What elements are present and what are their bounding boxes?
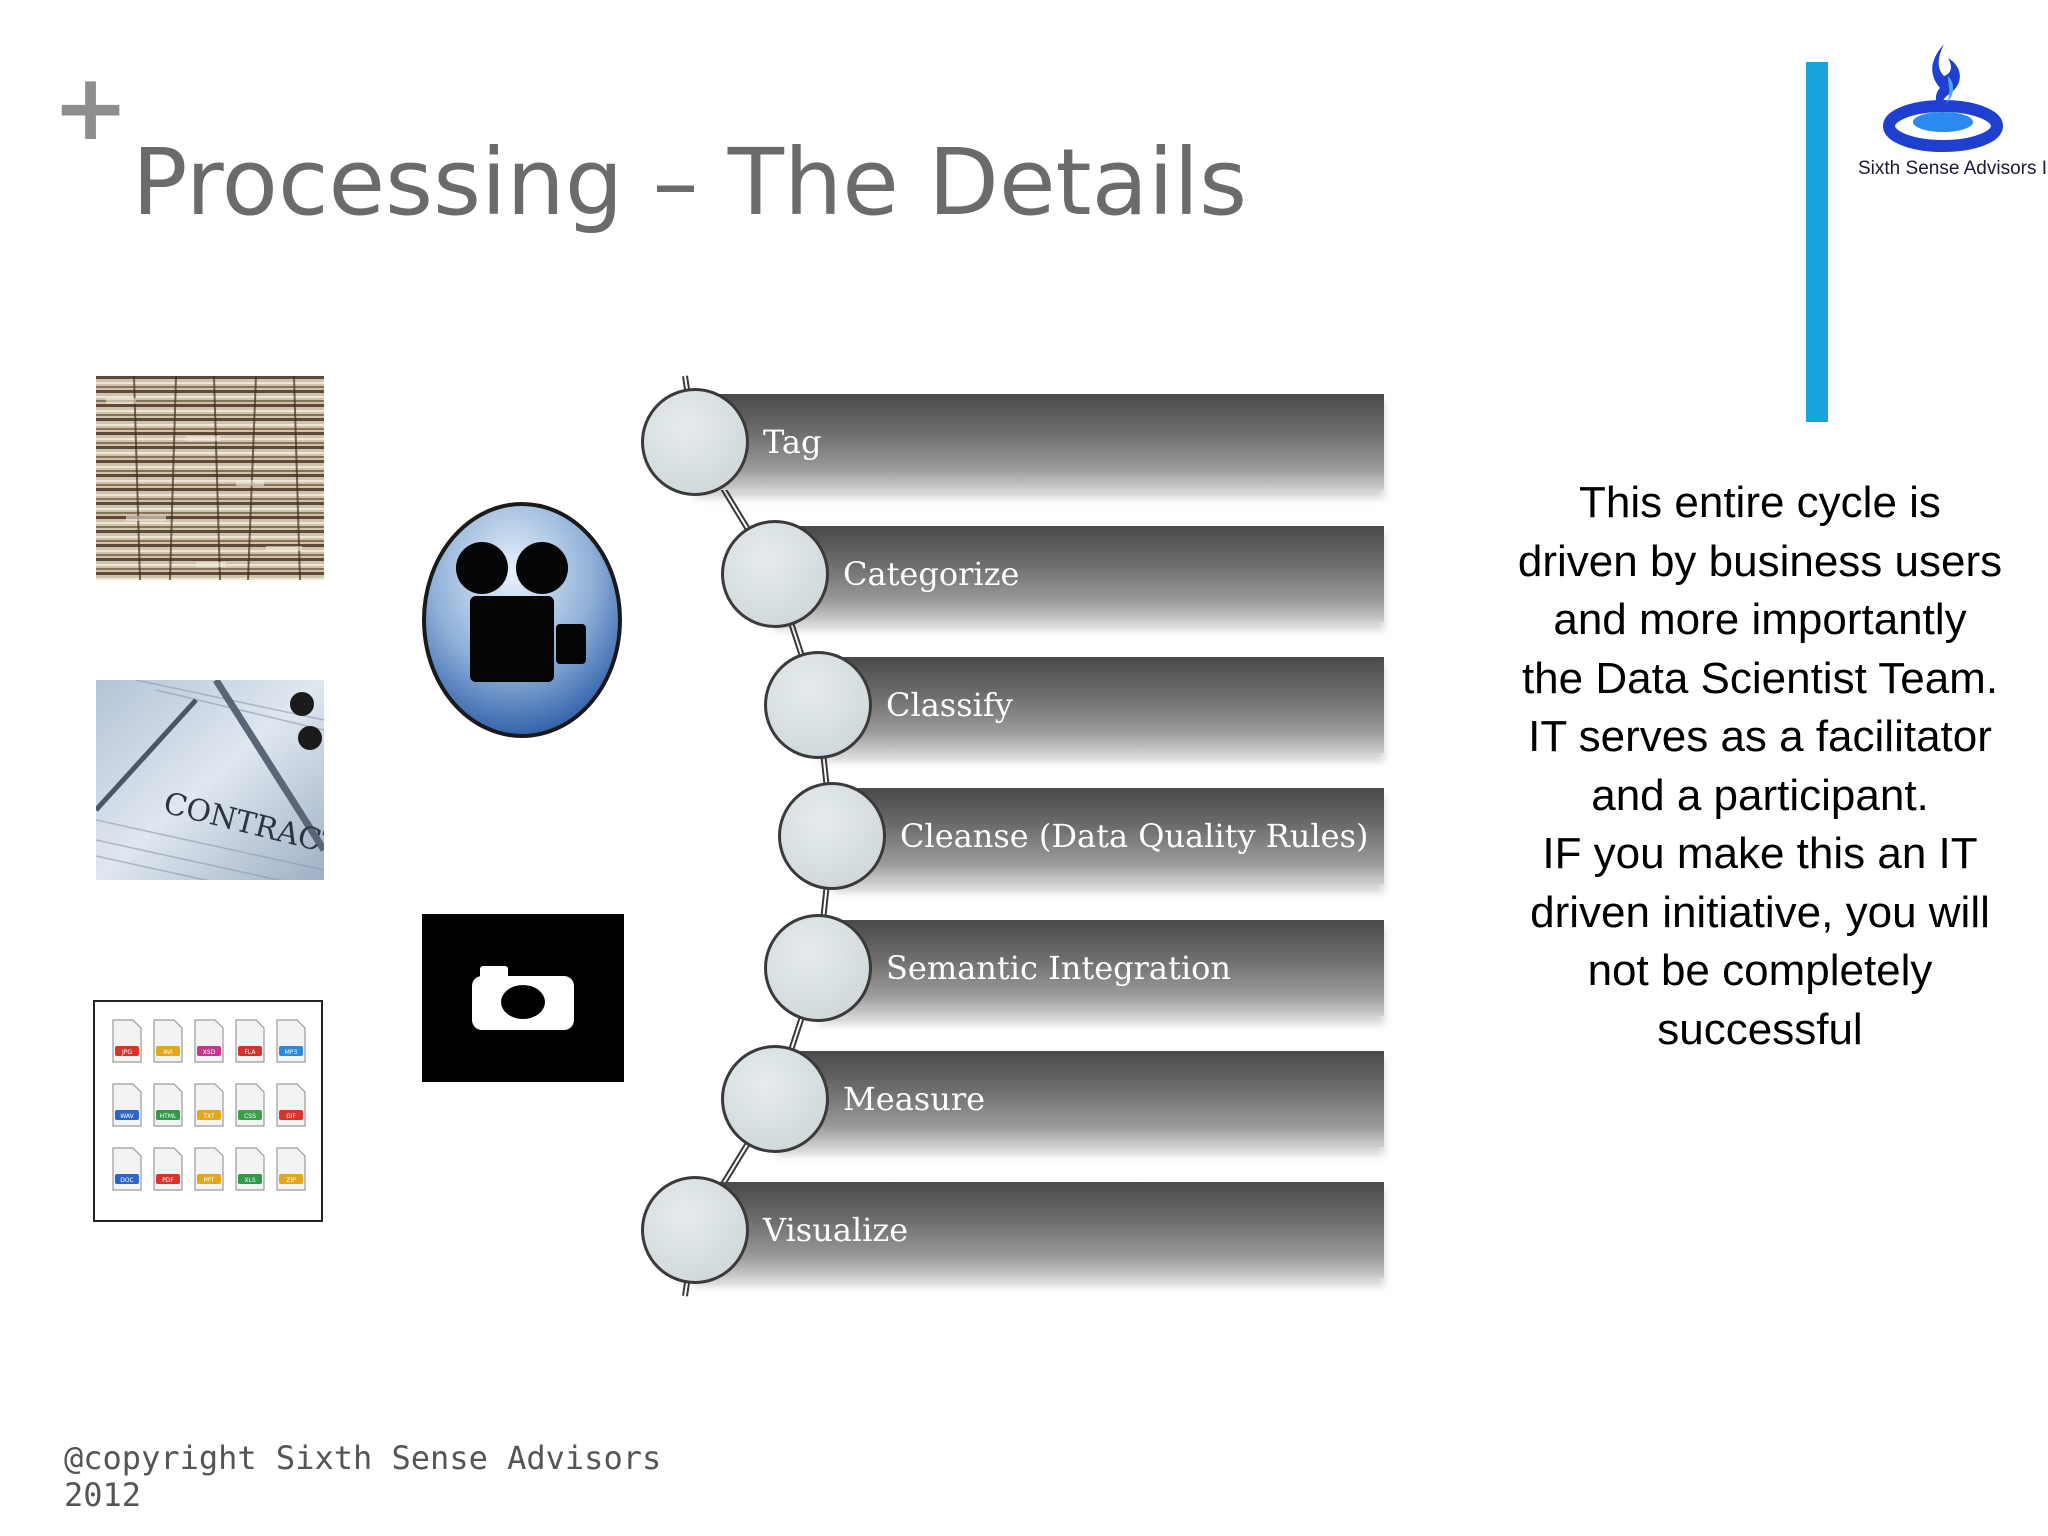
- svg-text:JPG: JPG: [121, 1049, 132, 1056]
- process-step: Visualize: [641, 1176, 1384, 1284]
- svg-text:MP3: MP3: [285, 1049, 298, 1056]
- file-type-icon: JPG: [112, 1019, 142, 1063]
- side-text-line: and more importantly: [1553, 595, 1967, 644]
- process-step-node: [764, 914, 872, 1022]
- file-type-icon: PDF: [153, 1147, 183, 1191]
- process-step-node: [641, 388, 749, 496]
- file-type-icon: TXT: [194, 1083, 224, 1127]
- process-step-label: Visualize: [763, 1211, 909, 1249]
- file-type-icon: FLA: [235, 1019, 265, 1063]
- svg-text:PDF: PDF: [162, 1177, 174, 1184]
- logo-text: Sixth Sense Advisors Inc.: [1858, 158, 2048, 179]
- file-type-icon: MP3: [276, 1019, 306, 1063]
- file-type-icon: WAV: [112, 1083, 142, 1127]
- process-step-label: Semantic Integration: [886, 949, 1231, 987]
- camera-icon: [422, 914, 624, 1082]
- contract-image: CONTRACT: [96, 680, 324, 880]
- process-step-node: [721, 1045, 829, 1153]
- svg-text:TXT: TXT: [202, 1113, 215, 1120]
- process-step-label: Categorize: [843, 555, 1020, 593]
- process-step-label: Measure: [843, 1080, 986, 1118]
- process-step-node: [641, 1176, 749, 1284]
- stacked-papers-image: [96, 376, 324, 580]
- file-type-icon: CSS: [235, 1083, 265, 1127]
- side-text-line: This entire cycle is: [1579, 478, 1941, 527]
- file-type-icon: PPT: [194, 1147, 224, 1191]
- side-text-line: successful: [1657, 1004, 1863, 1054]
- side-text: This entire cycle is driven by business u…: [1490, 474, 2030, 1059]
- svg-text:HTML: HTML: [160, 1113, 177, 1120]
- sixth-sense-logo: Sixth Sense Advisors Inc.: [1858, 36, 2048, 186]
- file-type-icon: AVI: [153, 1019, 183, 1063]
- process-step-node: [764, 651, 872, 759]
- side-text-line: not be completely: [1587, 946, 1933, 995]
- side-text-line: driven initiative, you will: [1530, 887, 1990, 937]
- process-step: Tag: [641, 388, 1384, 496]
- svg-text:FLA: FLA: [244, 1049, 256, 1056]
- side-text-line: IT serves as a facilitator: [1528, 712, 1992, 761]
- process-step-node: [778, 782, 886, 890]
- process-step: Categorize: [721, 520, 1384, 628]
- copyright-line: 2012: [64, 1476, 142, 1514]
- process-step-bar: [695, 1182, 1384, 1278]
- svg-text:XSD: XSD: [203, 1049, 216, 1056]
- file-type-icon: XSD: [194, 1019, 224, 1063]
- process-step-bar: [775, 526, 1384, 622]
- file-type-icon: ZIP: [276, 1147, 306, 1191]
- side-text-line: and a participant.: [1591, 770, 1929, 820]
- side-text-line: driven by business users: [1517, 536, 2003, 586]
- process-step-bar: [832, 788, 1384, 884]
- svg-text:PPT: PPT: [204, 1177, 215, 1184]
- svg-text:XLS: XLS: [244, 1177, 255, 1184]
- svg-text:CSS: CSS: [244, 1113, 256, 1120]
- process-step-label: Classify: [886, 686, 1013, 724]
- side-text-line: IF you make this an IT: [1542, 829, 1978, 878]
- process-step: Classify: [764, 651, 1384, 759]
- process-step-bar: [818, 920, 1384, 1016]
- side-text-line: the Data Scientist Team.: [1521, 653, 1999, 703]
- accent-bar: [1806, 62, 1828, 422]
- video-camera-icon: [420, 500, 624, 740]
- process-step-label: Tag: [763, 423, 822, 461]
- file-type-icon: XLS: [235, 1147, 265, 1191]
- svg-text:AVI: AVI: [163, 1049, 173, 1056]
- copyright-line: @copyright Sixth Sense Advisors: [64, 1439, 662, 1477]
- process-step-node: [721, 520, 829, 628]
- svg-text:ZIP: ZIP: [286, 1177, 296, 1184]
- svg-text:DOC: DOC: [120, 1177, 134, 1184]
- svg-text:WAV: WAV: [120, 1113, 134, 1120]
- process-step-bar: [695, 394, 1384, 490]
- file-type-icon: HTML: [153, 1083, 183, 1127]
- svg-text:GIF: GIF: [286, 1113, 296, 1120]
- file-type-icon: GIF: [276, 1083, 306, 1127]
- process-step: Measure: [721, 1045, 1384, 1153]
- plus-icon: +: [52, 54, 130, 161]
- page-title: Processing – The Details: [132, 129, 1248, 236]
- process-step: Cleanse (Data Quality Rules): [778, 782, 1384, 890]
- process-step-bar: [775, 1051, 1384, 1147]
- process-step-bar: [818, 657, 1384, 753]
- process-step-label: Cleanse (Data Quality Rules): [900, 817, 1369, 855]
- file-type-icon: DOC: [112, 1147, 142, 1191]
- flame-logo-icon: [1883, 44, 2003, 152]
- process-step: Semantic Integration: [764, 914, 1384, 1022]
